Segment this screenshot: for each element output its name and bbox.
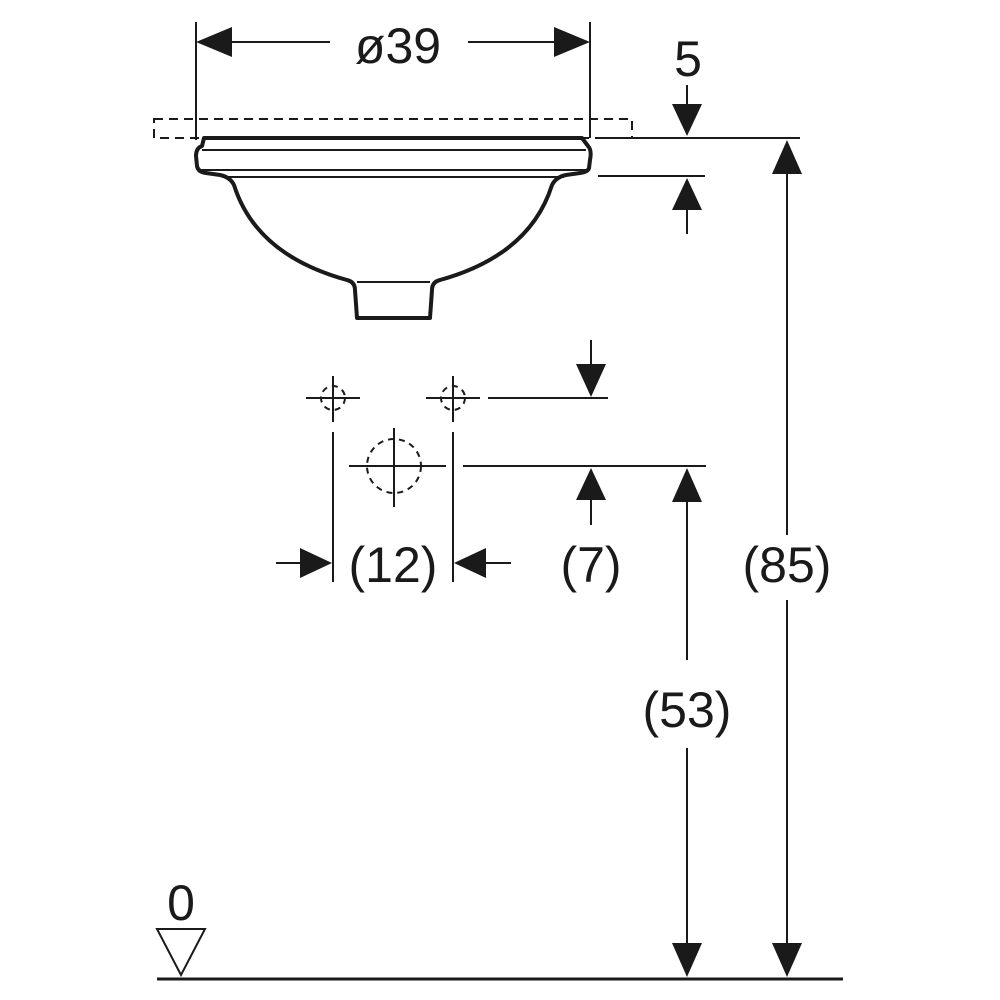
arrow-left-icon [454,548,486,578]
arrow-down-icon [772,943,802,977]
arrow-left-icon [196,27,232,57]
total-height-dimension: (85) [743,140,832,977]
arrow-down-icon [672,943,702,977]
rim-thickness-dimension: 5 [595,31,800,234]
diameter-dimension: ø39 [195,18,591,140]
countertop-outline [153,118,633,139]
drain-height-label: (53) [643,682,732,738]
arrow-down-icon [672,104,702,136]
arrow-right-icon [554,27,590,57]
arrow-up-icon [576,468,606,500]
total-height-label: (85) [743,537,832,593]
floor-level-label: 0 [167,875,195,931]
tap-hole-left [306,376,360,422]
floor-level: 0 [155,875,843,981]
drain-height-dimension: (53) [643,468,732,977]
tap-spacing-label: (12) [349,537,438,593]
tap-spacing-dimension: (12) [276,432,511,593]
arrow-up-icon [672,468,702,502]
arrow-up-icon [672,178,702,210]
rim-thickness-label: 5 [674,31,702,87]
arrow-right-icon [300,548,332,578]
tap-hole-right [426,376,480,422]
basin-profile [194,136,593,320]
level-triangle-icon [155,928,207,978]
drain-outlet [349,428,446,507]
tap-offset-label: (7) [560,537,621,593]
tap-offset-dimension: (7) [463,340,706,593]
diameter-label: ø39 [355,18,441,74]
arrow-up-icon [772,140,802,174]
arrow-down-icon [576,364,606,397]
